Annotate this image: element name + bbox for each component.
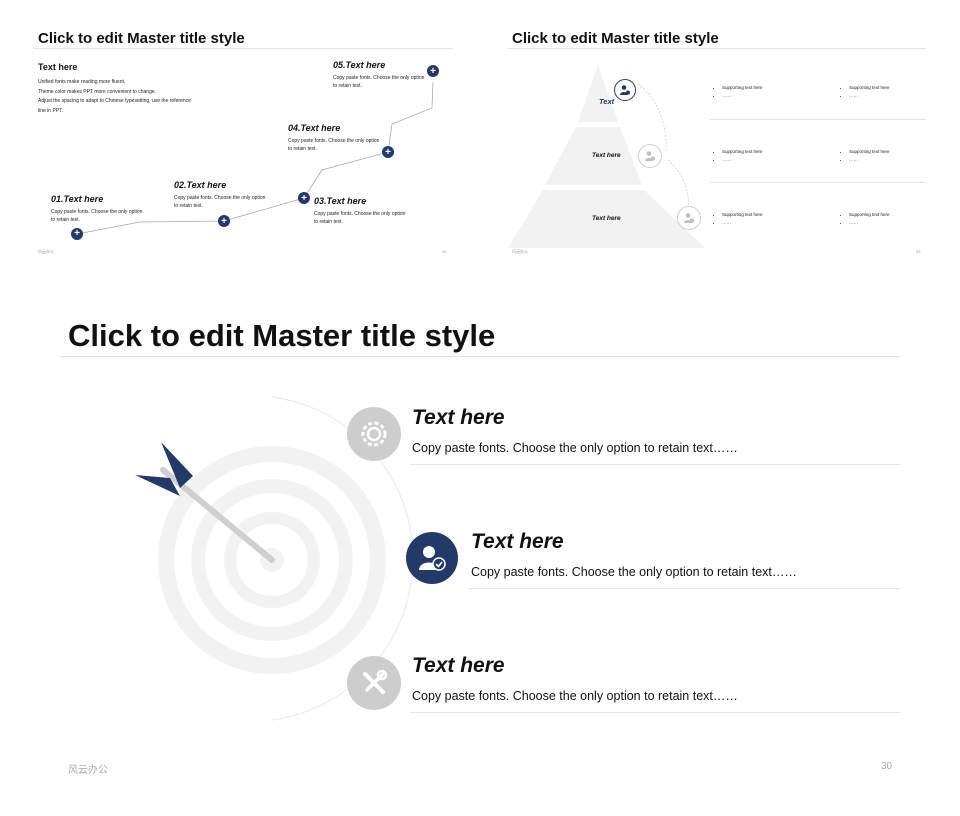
step-title: 05.Text here	[333, 60, 386, 70]
step-desc: Copy paste fonts. Choose the only option…	[288, 138, 380, 152]
item-heading: Text here	[412, 406, 505, 429]
support-list: Supporting text here ……	[841, 148, 890, 164]
step-title: 04.Text here	[288, 123, 341, 133]
support-list: Supporting text here ……	[841, 84, 890, 100]
step-title: 02.Text here	[174, 180, 227, 190]
item-divider	[410, 712, 900, 713]
intro-line: Unified fonts make reading more fluent.	[38, 79, 126, 85]
user-check-icon	[406, 532, 458, 584]
support-item: ……	[722, 92, 763, 100]
users-icon	[677, 206, 701, 230]
support-item: Supporting text here	[722, 148, 763, 156]
item-desc: Copy paste fonts. Choose the only option…	[412, 689, 738, 703]
step-desc: Copy paste fonts. Choose the only option…	[333, 75, 425, 89]
item-heading: Text here	[412, 654, 505, 677]
footer-brand: 风云办公	[512, 249, 528, 254]
support-item: ……	[722, 219, 763, 227]
title-divider	[60, 356, 900, 357]
step-desc: Copy paste fonts. Choose the only option…	[314, 211, 406, 225]
item-divider	[410, 464, 900, 465]
users-icon	[638, 144, 662, 168]
intro-line: Theme color makes PPT more convenient to…	[38, 88, 157, 95]
step-title: 01.Text here	[51, 194, 104, 204]
support-list: Supporting text here ……	[841, 211, 890, 227]
step-05: 05.Text here Copy paste fonts. Choose th…	[333, 60, 428, 90]
item-desc: Copy paste fonts. Choose the only option…	[412, 441, 738, 455]
step-path	[76, 81, 434, 235]
page-number: 30	[881, 761, 893, 772]
intro-heading: Text here	[38, 62, 78, 72]
pyramid-label: Text	[599, 97, 615, 106]
item-desc: Copy paste fonts. Choose the only option…	[471, 565, 797, 579]
support-item: Supporting text here	[849, 84, 890, 92]
title-divider	[508, 48, 926, 49]
page-number: 28	[442, 249, 447, 254]
gear-icon	[347, 407, 401, 461]
step-02: 02.Text here Copy paste fonts. Choose th…	[174, 180, 269, 210]
title-divider	[33, 48, 453, 49]
pyramid	[508, 65, 705, 248]
pyramid-label: Text here	[592, 215, 621, 222]
footer-brand: 风云办公	[68, 765, 108, 776]
step-title: 03.Text here	[314, 196, 367, 206]
pyramid-label: Text here	[592, 152, 621, 159]
plus-icon[interactable]: +	[71, 228, 83, 240]
intro-line: line in PPT.	[38, 107, 64, 114]
intro-line: Adjust the spacing to adapt to Chinese t…	[38, 98, 191, 105]
step-01: 01.Text here Copy paste fonts. Choose th…	[51, 194, 146, 224]
row-divider	[710, 182, 926, 183]
slide-28-title: Click to edit Master title style	[38, 30, 245, 47]
plus-icon[interactable]: +	[298, 192, 310, 204]
support-list: Supporting text here ……	[714, 148, 763, 164]
plus-icon[interactable]: +	[427, 65, 439, 77]
item-divider	[469, 588, 900, 589]
support-list: Supporting text here ……	[714, 84, 763, 100]
slide-29-title: Click to edit Master title style	[512, 30, 719, 47]
slide-29[interactable]: Click to edit Master title style Text Te…	[480, 0, 960, 270]
intro-text: Unified fonts make reading more fluent. …	[38, 78, 228, 116]
step-04: 04.Text here Copy paste fonts. Choose th…	[288, 123, 383, 153]
support-item: Supporting text here	[849, 148, 890, 156]
support-list: Supporting text here ……	[714, 211, 763, 227]
footer-brand: 风云办公	[38, 249, 54, 254]
users-icon	[614, 79, 636, 101]
support-item: Supporting text here	[849, 211, 890, 219]
step-desc: Copy paste fonts. Choose the only option…	[174, 195, 266, 209]
plus-icon[interactable]: +	[218, 215, 230, 227]
support-item: ……	[849, 156, 890, 164]
tools-icon	[347, 656, 401, 710]
page-number: 29	[916, 249, 921, 254]
support-item: ……	[722, 156, 763, 164]
support-item: Supporting text here	[722, 84, 763, 92]
support-item: ……	[849, 219, 890, 227]
slide-30[interactable]: Click to edit Master title style Text he…	[0, 280, 960, 816]
support-item: ……	[849, 92, 890, 100]
slide-28[interactable]: Click to edit Master title style Text he…	[0, 0, 480, 270]
step-desc: Copy paste fonts. Choose the only option…	[51, 209, 143, 223]
support-item: Supporting text here	[722, 211, 763, 219]
slide-30-title: Click to edit Master title style	[68, 318, 496, 353]
row-divider	[710, 119, 926, 120]
step-03: 03.Text here Copy paste fonts. Choose th…	[314, 196, 409, 226]
item-heading: Text here	[471, 530, 564, 553]
plus-icon[interactable]: +	[382, 146, 394, 158]
